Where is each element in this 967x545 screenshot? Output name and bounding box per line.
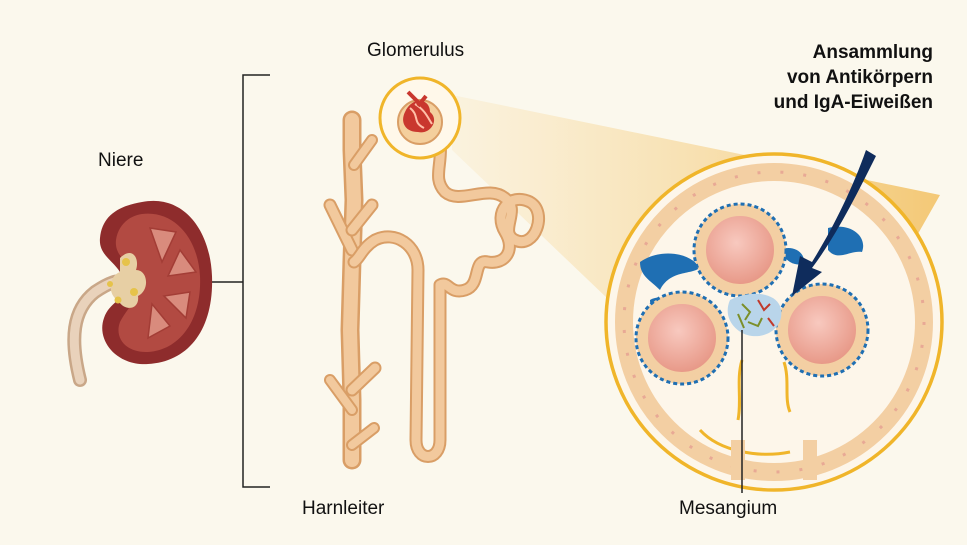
- callout-line-3: und IgA-Eiweißen: [774, 90, 933, 115]
- glomerulus-detail: [606, 154, 942, 490]
- kidney-illustration: [74, 201, 212, 380]
- callout-line-2: von Antikörpern: [774, 65, 933, 90]
- label-harnleiter: Harnleiter: [302, 498, 384, 520]
- label-glomerulus: Glomerulus: [367, 40, 464, 62]
- callout-line-1: Ansammlung: [774, 40, 933, 65]
- glomerulus-icon: [380, 78, 460, 158]
- label-niere: Niere: [98, 150, 143, 172]
- label-mesangium: Mesangium: [679, 498, 777, 520]
- callout-text: Ansammlung von Antikörpern und IgA-Eiwei…: [774, 40, 933, 115]
- collecting-duct: [330, 120, 375, 460]
